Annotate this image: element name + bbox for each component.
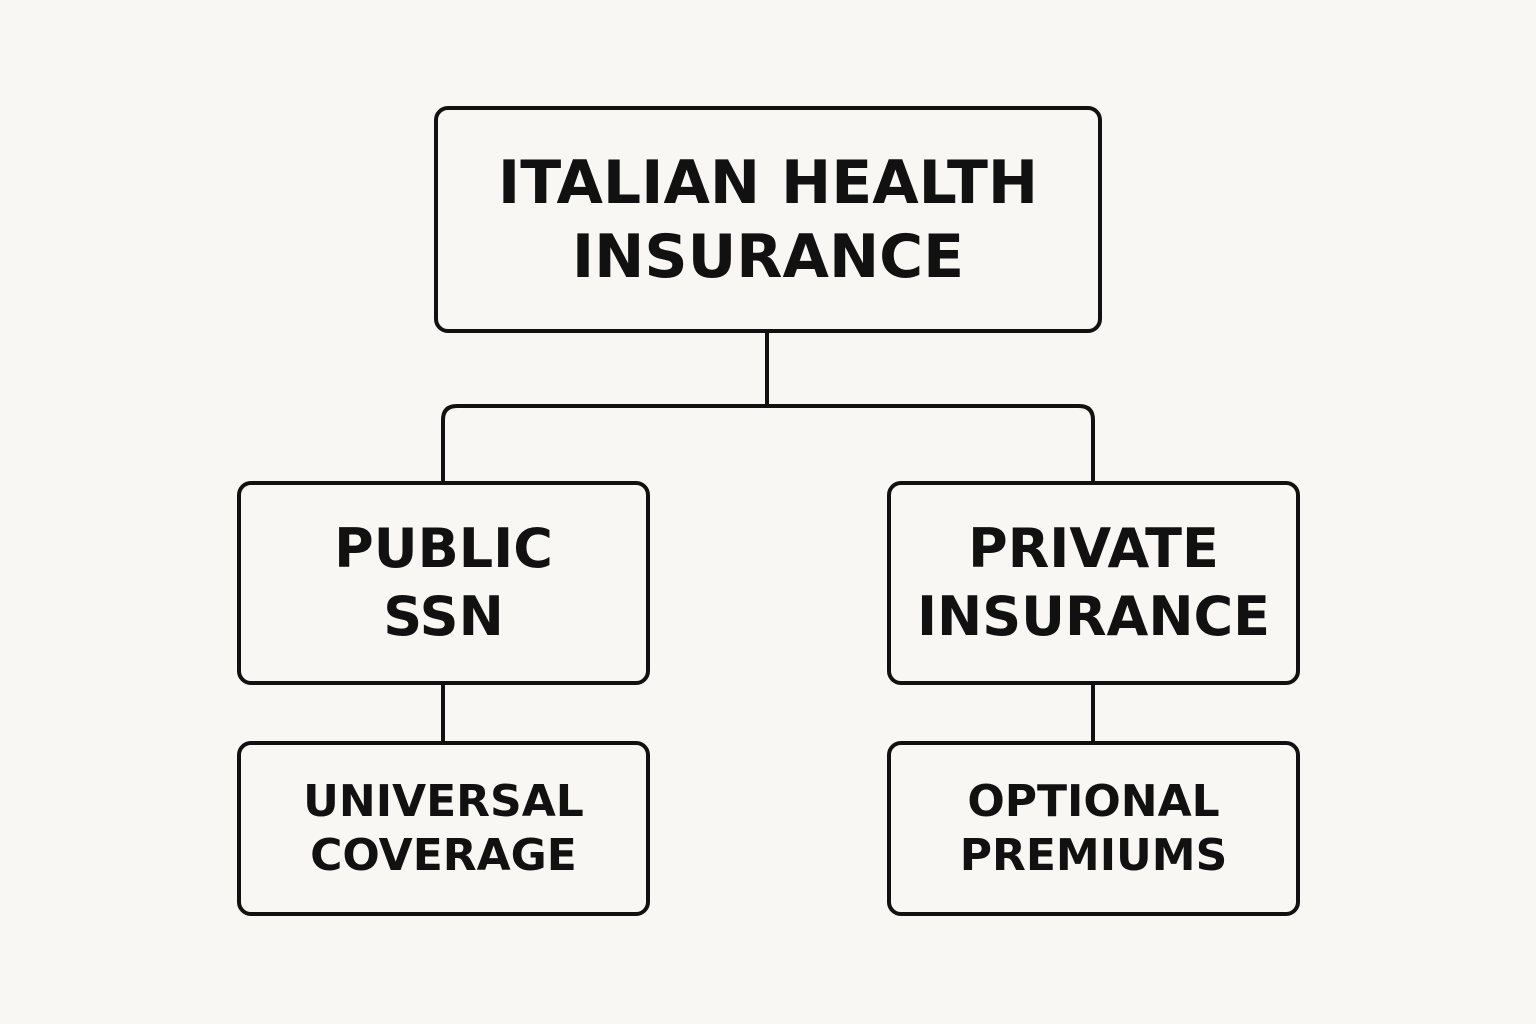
root-node-line-2: INSURANCE [571,221,965,292]
optional-premiums-node-line-2: PREMIUMS [959,829,1228,881]
optional-premiums-node: OPTIONAL PREMIUMS [887,741,1300,916]
private-insurance-node: PRIVATE INSURANCE [887,481,1300,685]
private-insurance-node-line-2: INSURANCE [916,585,1271,648]
root-node-line-1: ITALIAN HEALTH [497,147,1039,218]
public-ssn-node-line-2: SSN [383,585,504,648]
universal-coverage-node-line-2: COVERAGE [310,829,577,881]
root-node: ITALIAN HEALTH INSURANCE [434,106,1102,333]
connector-bus [441,404,1095,481]
private-insurance-node-line-1: PRIVATE [968,517,1219,580]
universal-coverage-node: UNIVERSAL COVERAGE [237,741,650,916]
optional-premiums-node-line-1: OPTIONAL [967,775,1220,827]
public-ssn-node-line-1: PUBLIC [334,517,553,580]
universal-coverage-node-line-1: UNIVERSAL [303,775,584,827]
public-ssn-node: PUBLIC SSN [237,481,650,685]
